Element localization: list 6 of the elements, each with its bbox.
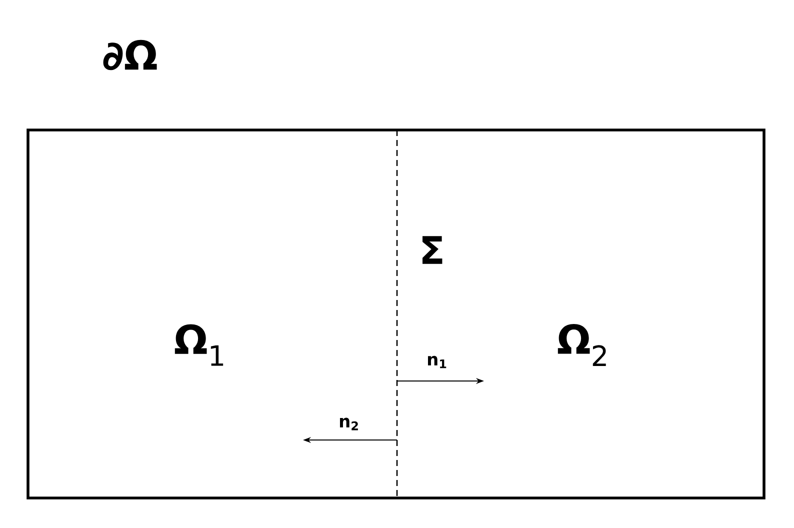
region-label: Ω$_{1}$ <box>174 324 224 366</box>
vector-label: n$_{2}$ <box>340 418 358 430</box>
region-label: Ω$_{2}$ <box>558 324 606 366</box>
boundary-label: ∂Ω <box>103 40 157 70</box>
interface-symbol: Σ <box>422 236 442 264</box>
vector-label: n$_{1}$ <box>428 356 446 368</box>
